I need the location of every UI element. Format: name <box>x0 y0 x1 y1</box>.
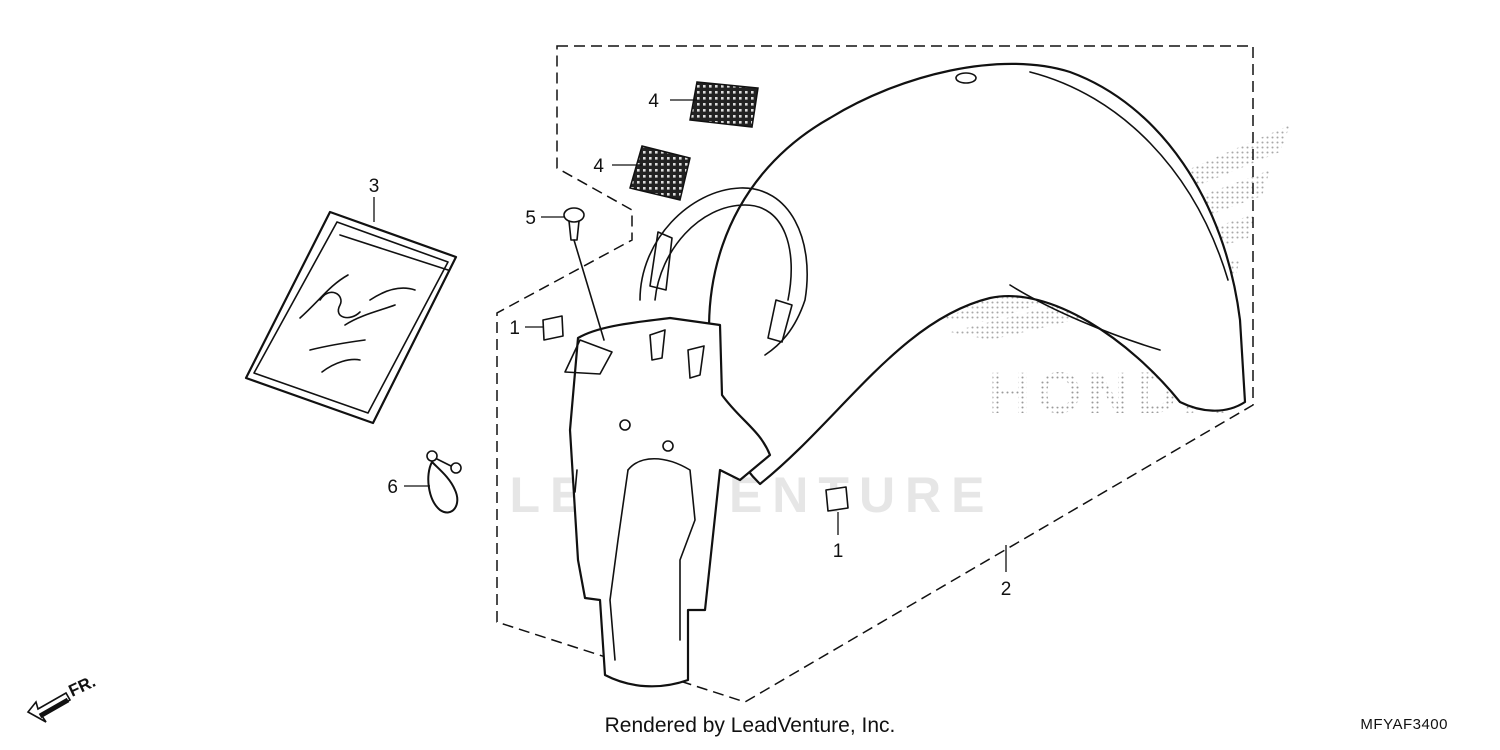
callout-1-left[interactable]: 1 <box>509 318 520 339</box>
fender-lower-flap <box>564 316 772 688</box>
callout-4-upper[interactable]: 4 <box>648 91 659 112</box>
front-direction-arrow <box>26 691 72 723</box>
leader-lines <box>373 99 1007 572</box>
callout-6[interactable]: 6 <box>387 477 398 498</box>
cable-band-part[interactable] <box>426 450 462 514</box>
diagram-code: MFYAF3400 <box>1360 716 1448 733</box>
document-bag-part[interactable] <box>244 210 458 425</box>
tape-pad-left[interactable] <box>542 315 564 341</box>
reflector-pad-upper[interactable] <box>689 81 759 128</box>
front-direction-label: FR. <box>66 672 99 701</box>
callout-5[interactable]: 5 <box>525 208 536 229</box>
render-credit: Rendered by LeadVenture, Inc. <box>604 714 896 737</box>
callout-3[interactable]: 3 <box>369 176 380 197</box>
trim-clip-part[interactable] <box>563 207 605 341</box>
assembly-boundary <box>496 45 1254 703</box>
callout-4-lower[interactable]: 4 <box>593 156 604 177</box>
tape-pad-right[interactable] <box>825 486 849 512</box>
callout-2[interactable]: 2 <box>1001 579 1012 600</box>
rear-fender-part[interactable] <box>639 62 1247 486</box>
reflector-pad-lower[interactable] <box>629 145 691 201</box>
callout-1-right[interactable]: 1 <box>833 541 844 562</box>
